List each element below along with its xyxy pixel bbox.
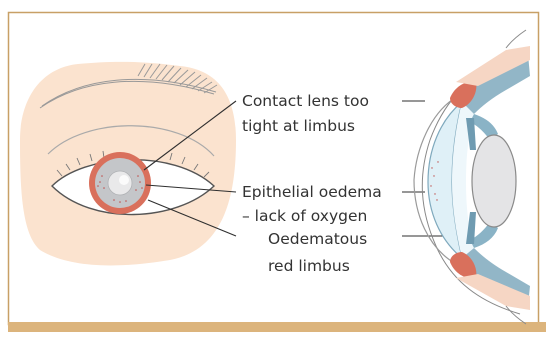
label-epithelial-line1: Epithelial oedema <box>242 183 382 201</box>
pupil-highlight <box>119 175 129 185</box>
front-eye-illustration <box>20 62 236 266</box>
label-contact-lens-line1: Contact lens too <box>242 92 369 110</box>
label-limbus-line1: Oedematous <box>268 230 367 248</box>
label-limbus-line2: red limbus <box>268 257 350 275</box>
label-epithelial-line2: – lack of oxygen <box>242 207 367 225</box>
label-contact-lens-line2: tight at limbus <box>242 117 355 135</box>
panel-bottom-bar <box>8 322 546 332</box>
crystalline-lens <box>472 135 516 227</box>
